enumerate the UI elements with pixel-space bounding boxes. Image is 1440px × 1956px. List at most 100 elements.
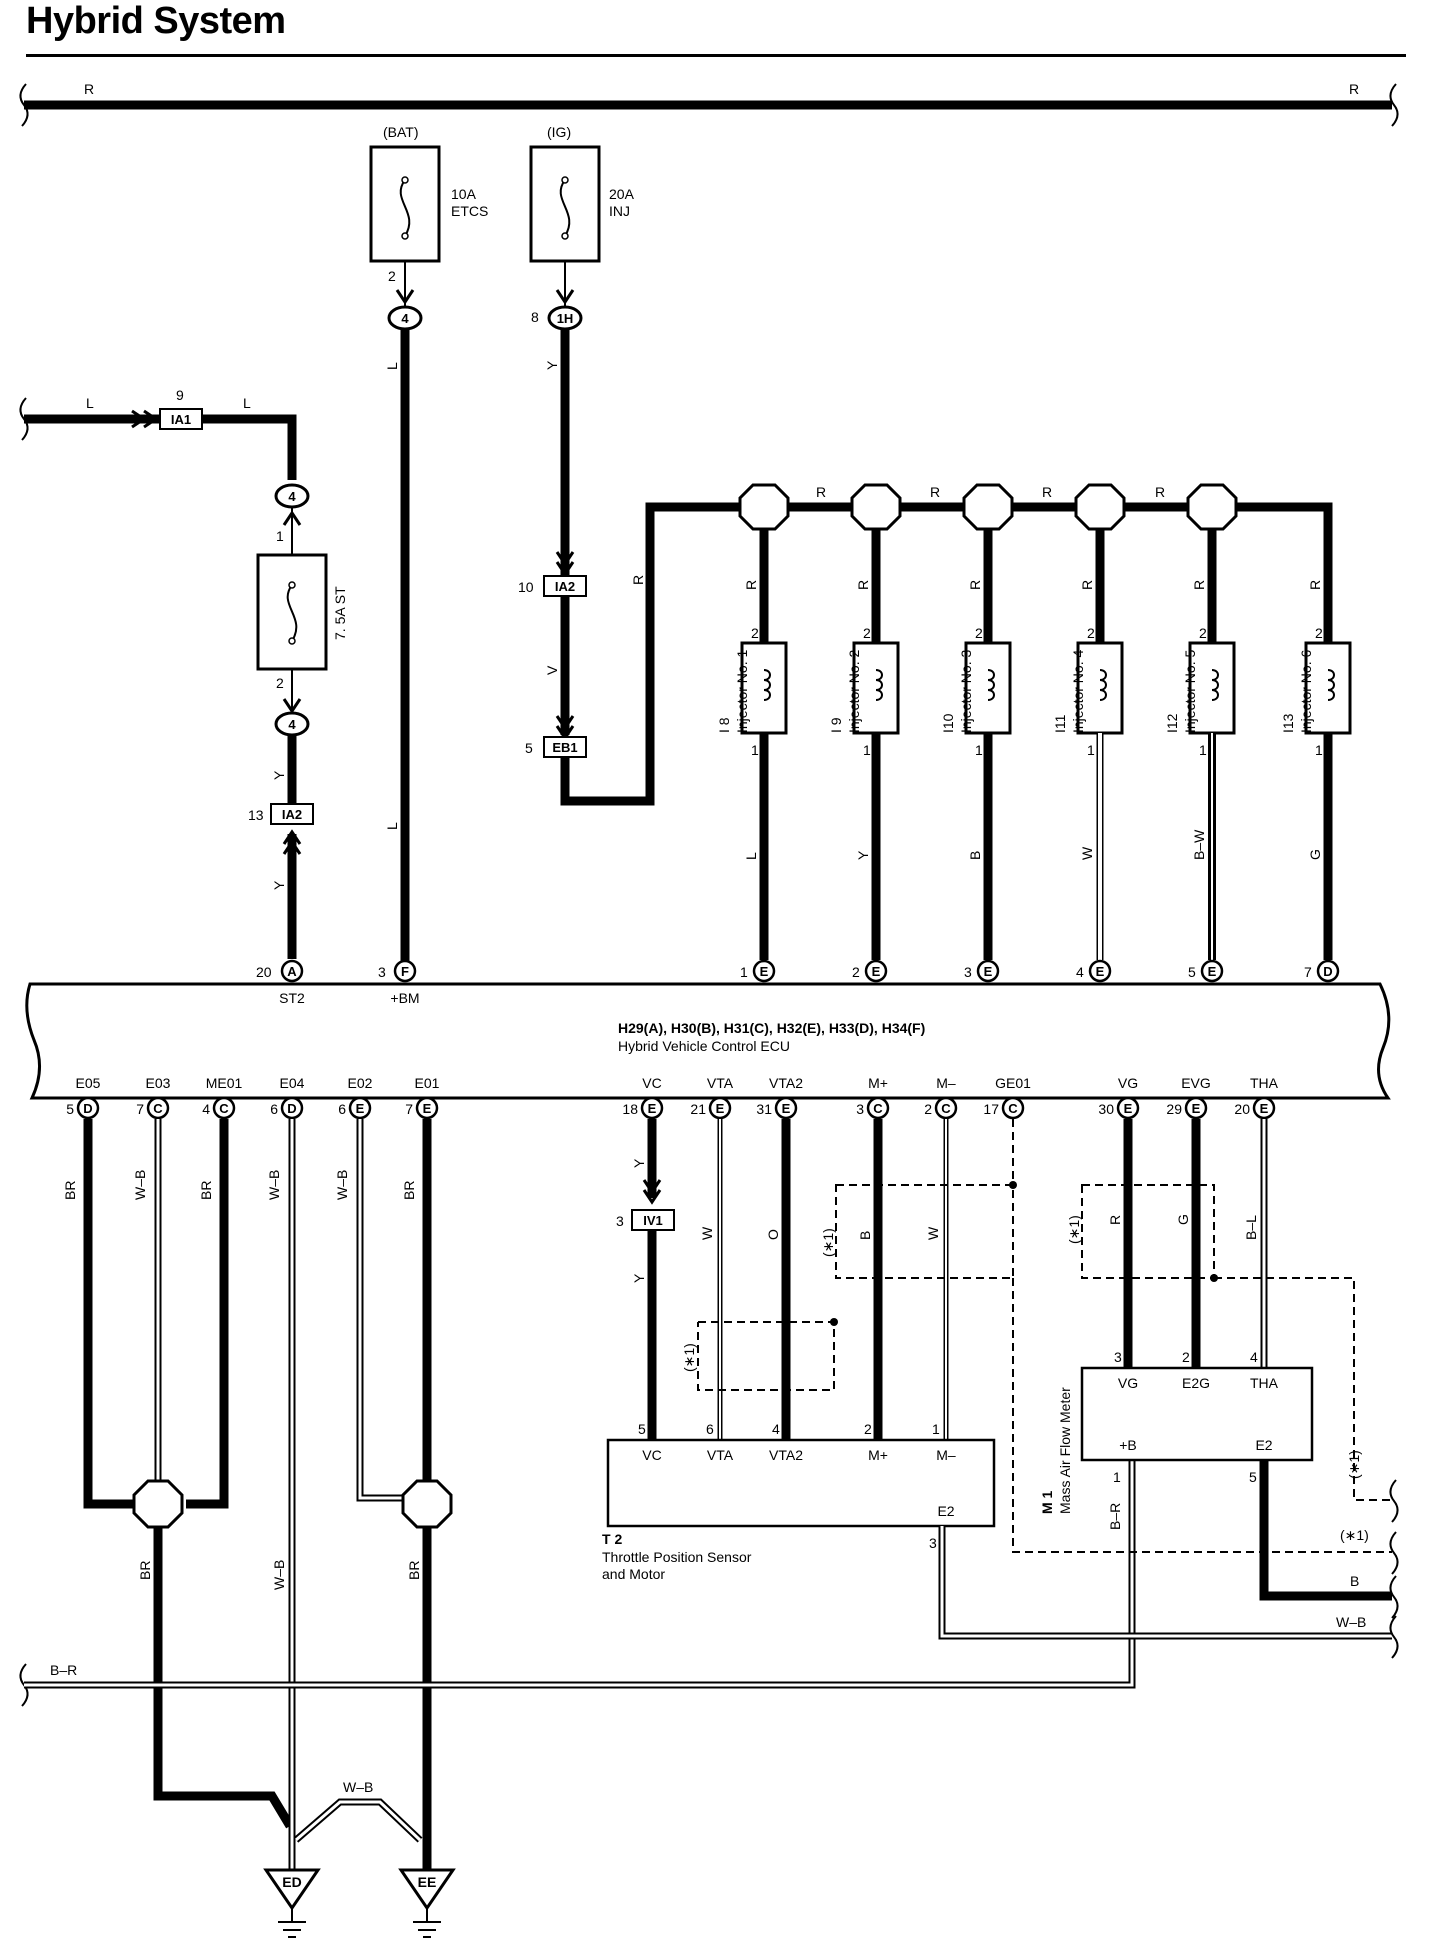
top-bus-break-right [1389, 83, 1399, 127]
injector-bus-color-1: R [816, 484, 826, 500]
ecu-term-bm: +BM [390, 990, 419, 1006]
injector-4-name: Injector No. 4 [1070, 650, 1086, 733]
injector-6-pin-bottom: 1 [1315, 742, 1323, 758]
throttle-pin-4: 2 [864, 1421, 872, 1437]
maf-body [1080, 1366, 1314, 1462]
st-output-wire [202, 414, 297, 480]
maf-term-2: E2G [1182, 1375, 1210, 1391]
injector-3-feed-color: R [967, 580, 983, 590]
ecu-bottom-pin-e03-num: 7 [136, 1101, 144, 1117]
fuse-inj-arrow [555, 289, 575, 305]
wire-wb-between-label: W–B [343, 1779, 373, 1795]
ecu-bottom-pin-e02-circle [348, 1096, 372, 1120]
ecu-bottom-pin-e05-term: E05 [76, 1075, 101, 1091]
shield-ge01-label: (∗1) [1340, 1527, 1369, 1543]
ecu-bottom-pin-e01-conn: E [423, 1101, 432, 1116]
ecu-bottom-pin-vg-circle [1116, 1096, 1140, 1120]
st-wire-y-label-2: Y [271, 880, 287, 890]
ecu-bottom-pin-vc-circle [640, 1096, 664, 1120]
inj-wire-r-label: R [630, 575, 646, 585]
ecu-bottom-pin-e02-conn: E [356, 1101, 365, 1116]
iv1-arrow [642, 1179, 662, 1205]
injector-3-bus-junction [962, 483, 1014, 531]
ecu-bottom-pin-vta-circle [708, 1096, 732, 1120]
ecu-bottom-pin-e04-circle [280, 1096, 304, 1120]
ecu-bottom-pin-vg-term: VG [1118, 1075, 1138, 1091]
right-wire-wb-label: W–B [1336, 1614, 1366, 1630]
ecu-bottom-pin-m-circle [866, 1096, 890, 1120]
shield-maf-dot [1210, 1274, 1218, 1282]
ecu-name: Hybrid Vehicle Control ECU [618, 1038, 790, 1054]
injector-bus-color-4: R [1155, 484, 1165, 500]
injector-1-coil-icon [763, 669, 771, 701]
ecu-bottom-pin-e01-circle [415, 1096, 439, 1120]
maf-plusb-wire-label: B–R [1107, 1503, 1123, 1530]
injector-2-out-color: Y [855, 850, 871, 860]
ecu-bottom-pin-me01-conn: C [219, 1101, 229, 1116]
st-junction-top-label: 4 [288, 489, 296, 504]
injector-2-id: I 9 [828, 717, 844, 733]
injector-1-name: Injector No. 1 [734, 650, 750, 733]
top-bus-label-left: R [84, 81, 94, 97]
injector-4-ecu-conn: E [1096, 964, 1105, 979]
inj-wire-v-label: V [544, 665, 560, 675]
injector-1-id: I 8 [716, 717, 732, 733]
st-fuse-contact-top [288, 581, 296, 589]
throttle-term-5: M– [936, 1447, 956, 1463]
injector-5-id: I12 [1164, 713, 1180, 733]
injector-5-coil-icon [1211, 669, 1219, 701]
ground-ed-triangle [263, 1868, 321, 1911]
fuse-etcs-name: ETCS [451, 203, 488, 219]
maf-name: Mass Air Flow Meter [1057, 1387, 1073, 1514]
wire-me01 [186, 1119, 229, 1509]
inj-eb1-label: EB1 [552, 740, 577, 755]
shield-motor-label: (∗1) [820, 1228, 836, 1257]
etcs-wire-color-2: L [384, 822, 400, 830]
injector-5-pin-top: 2 [1199, 625, 1207, 641]
mminus-wire-label: W [925, 1226, 941, 1240]
fuse-inj-contact-bottom [561, 232, 569, 240]
injector-3-body [964, 641, 1012, 735]
injector-bus-color-3: R [1042, 484, 1052, 500]
ecu-bottom-pin-e03-wire-color: W–B [132, 1170, 148, 1200]
ecu-term-st2: ST2 [279, 990, 305, 1006]
shield-sensor-dot [830, 1318, 838, 1326]
throttle-term-2: VTA [707, 1447, 734, 1463]
ecu-bottom-pin-vc-conn: E [648, 1101, 657, 1116]
fuse-etcs-arrow [395, 289, 415, 305]
injector-5-pin-bottom: 1 [1199, 742, 1207, 758]
ecu-body [25, 982, 1391, 1100]
ecu-pin-st2 [280, 959, 304, 983]
injector-4-coil-icon [1099, 669, 1107, 701]
fuse-etcs-symbol [399, 179, 411, 237]
fuse-inj-contact-top [561, 176, 569, 184]
top-bus-break-left [19, 83, 29, 127]
ecu-bottom-pin-e03-term: E03 [146, 1075, 171, 1091]
throttle-term-1: VC [642, 1447, 661, 1463]
wire-br-right-label: BR [406, 1561, 422, 1580]
ecu-bottom-pin-vc-term: VC [642, 1075, 661, 1091]
st-fuse-symbol [286, 584, 298, 642]
injector-1-ecu-conn: E [760, 964, 769, 979]
br-bus-inner [24, 1460, 1134, 1687]
injector-6-name: Injector No. 6 [1298, 650, 1314, 733]
inj-ia2-label: IA2 [555, 579, 575, 594]
ecu-bottom-pin-e01-wire-color: BR [401, 1181, 417, 1200]
throttle-body [606, 1438, 996, 1528]
inj-wire-r [560, 502, 745, 806]
throttle-term-3: VTA2 [769, 1447, 803, 1463]
ecu-connectors: H29(A), H30(B), H31(C), H32(E), H33(D), … [618, 1020, 925, 1036]
st-input-color: L [86, 395, 94, 411]
injector-6-ecu-pin-num: 7 [1304, 964, 1312, 980]
st-fuse-contact-bottom [288, 637, 296, 645]
ecu-bottom-pin-tha-conn: E [1260, 1101, 1269, 1116]
injector-5-ecu-pin-num: 5 [1188, 964, 1196, 980]
maf-id: M 1 [1039, 1490, 1055, 1514]
ecu-bottom-pin-evg-num: 29 [1166, 1101, 1182, 1117]
st-fuse-box [256, 553, 328, 671]
injector-3-out-color: B [967, 851, 983, 860]
throttle-pin-1: 5 [638, 1421, 646, 1437]
injector-2-pin-bottom: 1 [863, 742, 871, 758]
ecu-bottom-pin-tha-num: 20 [1234, 1101, 1250, 1117]
